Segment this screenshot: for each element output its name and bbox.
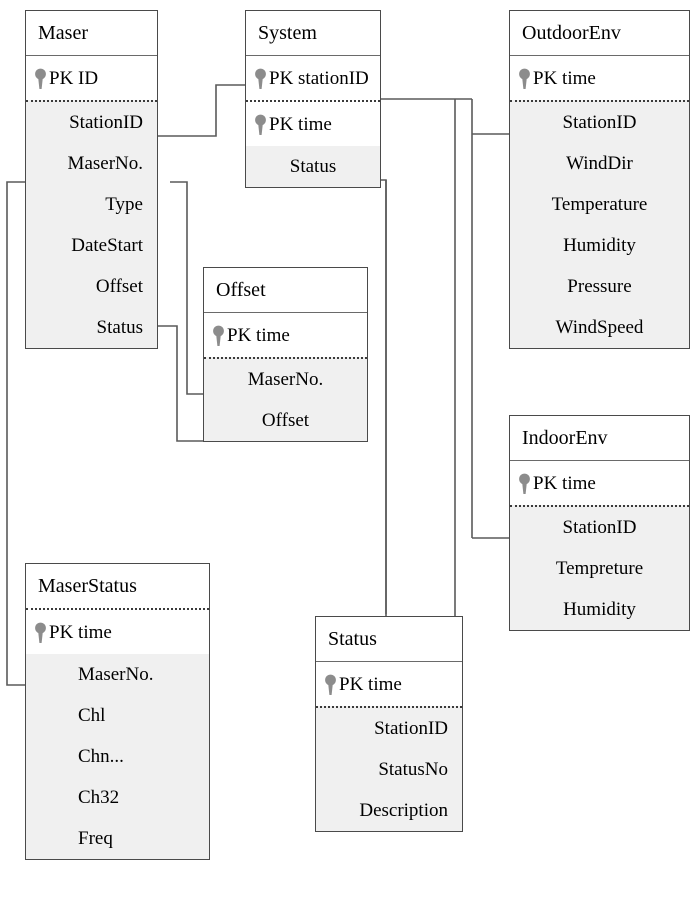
attr-block-status: StationID StatusNo Description [316, 706, 462, 831]
attr-indoorenv-tempreture: Tempreture [555, 558, 644, 579]
attr-block-system: Status [246, 146, 380, 187]
connector-maser-maserno-maserstatus [6, 181, 25, 686]
attr-maser-maserno: MaserNo. [67, 153, 143, 174]
entity-system[interactable]: System PK stationID PK tim [245, 10, 381, 188]
pk-block-offset: PK time [204, 313, 367, 357]
primary-key-icon [212, 325, 225, 347]
attr-maser-stationid: StationID [69, 112, 143, 133]
pk-block-indoorenv: PK time [510, 461, 689, 505]
attr-block-maserstatus: MaserNo. Chl Chn... Ch32 Freq [26, 654, 209, 859]
attr-maser-status: Status [96, 317, 143, 338]
entity-title-indoorenv: IndoorEnv [510, 416, 689, 461]
entity-title-outdoorenv: OutdoorEnv [510, 11, 689, 56]
entity-title-maserstatus: MaserStatus [26, 564, 209, 610]
attr-maserstatus-maserno: MaserNo. [78, 664, 154, 685]
entity-maserstatus[interactable]: MaserStatus PK time MaserNo. Chl Chn... … [25, 563, 210, 860]
attr-block-indoorenv: StationID Tempreture Humidity [510, 505, 689, 630]
attr-block-offset: MaserNo. Offset [204, 357, 367, 441]
attr-status-description: Description [359, 800, 448, 821]
pk-block-outdoorenv: PK time [510, 56, 689, 100]
pk-label-indoorenv-time: PK time [533, 472, 596, 494]
primary-key-icon [518, 473, 531, 495]
primary-key-icon [254, 114, 267, 136]
pk-row-offset-time: PK time [204, 313, 367, 357]
pk-block-maserstatus: PK time [26, 610, 209, 654]
attr-offset-offset: Offset [261, 410, 310, 431]
attr-outdoorenv-windspeed: WindSpeed [555, 317, 644, 338]
pk-label-maserstatus-time: PK time [49, 621, 112, 643]
pk-row-outdoorenv-time: PK time [510, 56, 689, 100]
attr-block-outdoorenv: StationID WindDir Temperature Humidity P… [510, 100, 689, 348]
attr-status-stationid: StationID [374, 718, 448, 739]
pk-block-maser: PK ID [26, 56, 157, 100]
attr-indoorenv-humidity: Humidity [563, 599, 636, 620]
pk-label-maser-id: PK ID [49, 67, 99, 89]
attr-outdoorenv-winddir: WindDir [566, 153, 633, 174]
entity-title-offset: Offset [204, 268, 367, 313]
attr-indoorenv-stationid: StationID [562, 517, 637, 538]
attr-maserstatus-freq: Freq [78, 828, 113, 849]
attr-maserstatus-chl: Chl [78, 705, 106, 726]
pk-row-indoorenv-time: PK time [510, 461, 689, 505]
primary-key-icon [34, 622, 47, 644]
entity-offset[interactable]: Offset PK time MaserNo. Offset [203, 267, 368, 442]
pk-row-maserstatus-time: PK time [26, 610, 209, 654]
pk-label-offset-time: PK time [227, 324, 290, 346]
pk-label-system-stationid: PK stationID [269, 67, 369, 89]
attr-outdoorenv-humidity: Humidity [563, 235, 636, 256]
entity-indoorenv[interactable]: IndoorEnv PK time StationID Tempreture H… [509, 415, 690, 631]
attr-maser-offset: Offset [95, 276, 143, 297]
pk-block-system: PK stationID PK time [246, 56, 380, 146]
primary-key-icon [518, 68, 531, 90]
attr-system-status: Status [289, 156, 337, 177]
pk-label-system-time: PK time [269, 113, 332, 135]
primary-key-icon [324, 674, 337, 696]
pk-row-system-stationid: PK stationID [246, 56, 380, 102]
attr-maserstatus-chn: Chn... [78, 746, 124, 767]
pk-row-system-time: PK time [246, 102, 380, 146]
connector-maser-stationid-system [158, 84, 245, 137]
connector-maser-offset-offset [158, 325, 203, 442]
attr-maser-type: Type [105, 194, 143, 215]
attr-block-maser: StationID MaserNo. Type DateStart Offset… [26, 100, 157, 348]
attr-outdoorenv-temperature: Temperature [551, 194, 648, 215]
entity-title-system: System [246, 11, 380, 56]
attr-maserstatus-ch32: Ch32 [78, 787, 120, 808]
entity-maser[interactable]: Maser PK ID StationID MaserNo. Type Date… [25, 10, 158, 349]
primary-key-icon [254, 68, 267, 90]
attr-outdoorenv-stationid: StationID [562, 112, 637, 133]
entity-title-status: Status [316, 617, 462, 662]
pk-block-status: PK time [316, 662, 462, 706]
attr-status-statusno: StatusNo [378, 759, 448, 780]
entity-title-maser: Maser [26, 11, 157, 56]
attr-offset-maserno: MaserNo. [247, 369, 324, 390]
connector-maser-maserno-offset [170, 181, 203, 395]
attr-outdoorenv-pressure: Pressure [567, 276, 632, 297]
pk-label-outdoorenv-time: PK time [533, 67, 596, 89]
entity-outdoorenv[interactable]: OutdoorEnv PK time StationID WindDir Tem… [509, 10, 690, 349]
pk-row-status-time: PK time [316, 662, 462, 706]
pk-label-status-time: PK time [339, 673, 402, 695]
pk-row-maser-id: PK ID [26, 56, 157, 100]
attr-maser-datestart: DateStart [71, 235, 143, 256]
entity-status[interactable]: Status PK time StationID StatusNo Descri… [315, 616, 463, 832]
primary-key-icon [34, 68, 47, 90]
